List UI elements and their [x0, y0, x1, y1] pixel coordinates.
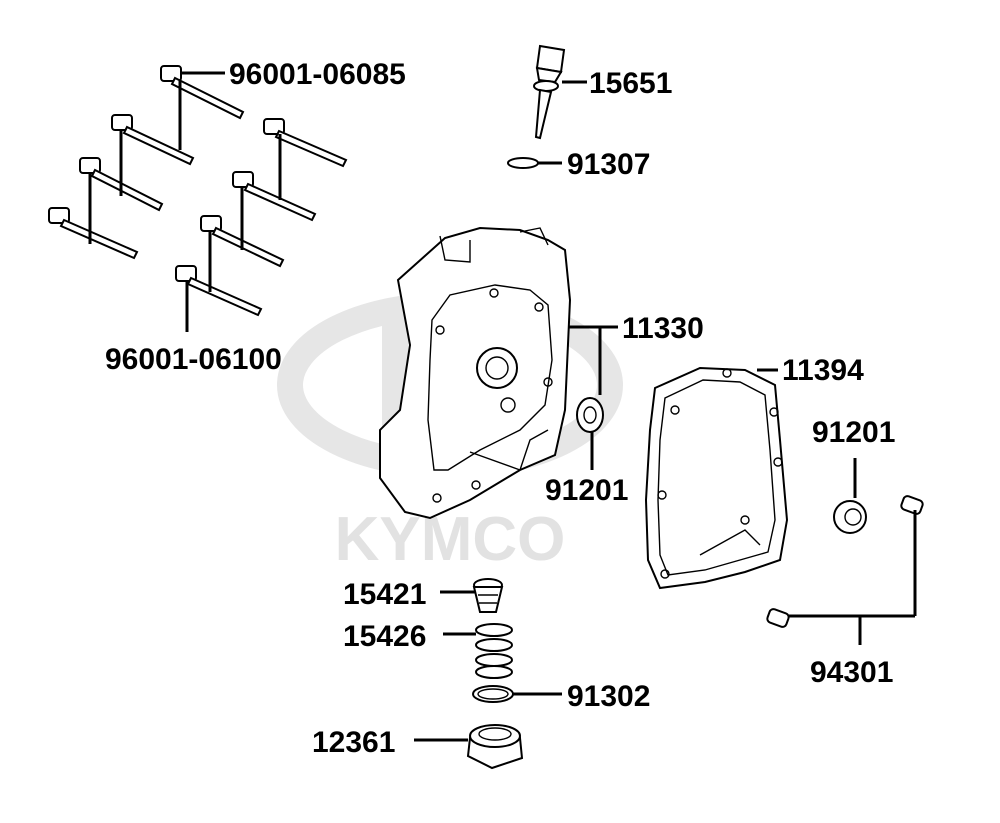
dowel-pin: [766, 608, 790, 628]
bolt-set: [48, 65, 348, 317]
callout-spring: 15426: [343, 620, 426, 653]
callout-dipstick: 15651: [589, 67, 672, 100]
cover-gasket: [644, 366, 789, 590]
callout-dowel-pins: 94301: [810, 656, 893, 689]
drain-oring: [472, 685, 514, 703]
strainer-spring: [475, 623, 513, 679]
bolt: [232, 171, 317, 222]
callout-dipstick-oring: 91307: [567, 148, 650, 181]
callout-bolts-lower: 96001-06100: [105, 343, 282, 376]
dipstick: [533, 44, 566, 140]
callout-cover: 11330: [622, 312, 704, 345]
oil-seal-left: [576, 397, 604, 433]
bolt: [48, 207, 139, 260]
bolt: [200, 215, 285, 268]
callout-labels: 96001-06085 96001-06100 15651 91307 1133…: [105, 58, 895, 759]
callout-cover-seal: 91201: [545, 474, 628, 507]
bolt: [263, 118, 348, 168]
watermark-brand-text: KYMCO: [335, 505, 566, 574]
callout-strainer: 15421: [343, 578, 426, 611]
oil-strainer: [472, 578, 504, 613]
bolt: [175, 265, 263, 317]
callout-gasket: 11394: [782, 354, 864, 387]
crankcase-cover: [379, 226, 572, 520]
bolt-leader-lines: [88, 71, 282, 332]
drain-plug: [466, 724, 524, 770]
dowel-pin: [900, 495, 924, 515]
callout-bolts-upper: 96001-06085: [229, 58, 406, 91]
leader-lines: [414, 80, 917, 742]
bolt: [160, 65, 245, 120]
bolt: [79, 157, 164, 212]
oil-seal-right: [833, 500, 867, 534]
bolt: [111, 114, 195, 166]
callout-drain-plug: 12361: [312, 726, 395, 759]
dipstick-oring: [507, 157, 539, 169]
callout-drain-oring: 91302: [567, 680, 650, 713]
callout-seal-right: 91201: [812, 416, 895, 449]
